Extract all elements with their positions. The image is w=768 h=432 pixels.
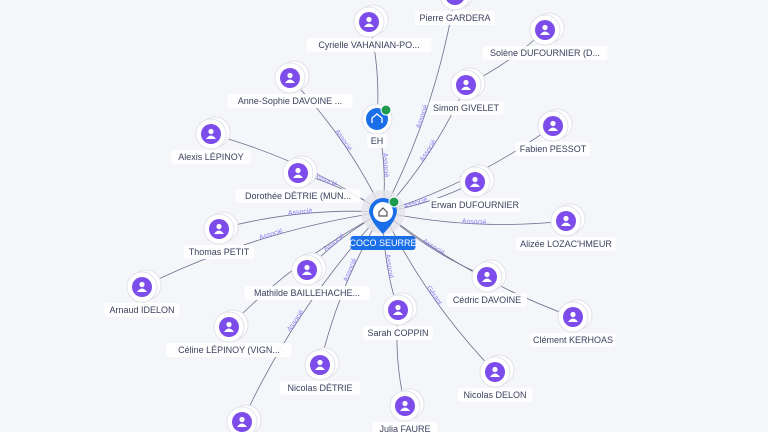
person-node[interactable] xyxy=(382,292,418,326)
person-node[interactable] xyxy=(203,211,239,245)
edge-label: Associé xyxy=(419,139,438,163)
svg-text:Cyrielle VAHANIAN-PO...: Cyrielle VAHANIAN-PO... xyxy=(318,40,419,50)
edge-label: Associé xyxy=(286,309,306,333)
svg-text:Cédric DAVOINE: Cédric DAVOINE xyxy=(453,295,521,305)
verified-icon xyxy=(388,196,400,208)
person-node[interactable] xyxy=(126,269,162,303)
edge-label: Gérant xyxy=(425,285,443,307)
person-node[interactable] xyxy=(353,4,389,38)
svg-text:Nicolas DÉTRIE: Nicolas DÉTRIE xyxy=(287,383,352,393)
svg-text:Clément KERHOAS: Clément KERHOAS xyxy=(533,335,613,345)
svg-text:Erwan DUFOURNIER: Erwan DUFOURNIER xyxy=(431,200,520,210)
edge-label: Associé xyxy=(343,257,359,282)
person-node[interactable] xyxy=(440,0,474,11)
person-node[interactable] xyxy=(537,108,573,142)
node-label: Solène DUFOURNIER (D... xyxy=(482,46,608,60)
node-label: Céline LÉPINOY (VIGN... xyxy=(166,343,292,357)
svg-text:Simon GIVELET: Simon GIVELET xyxy=(433,103,500,113)
svg-text:Alizée LOZAC'HMEUR: Alizée LOZAC'HMEUR xyxy=(520,239,612,249)
svg-text:Sarah COPPIN: Sarah COPPIN xyxy=(367,328,428,338)
edge xyxy=(382,211,567,225)
edge-label: Associé xyxy=(381,153,390,178)
svg-text:Pierre GARDERA: Pierre GARDERA xyxy=(419,13,490,23)
person-node[interactable] xyxy=(479,354,515,388)
node-label: Alizée LOZAC'HMEUR xyxy=(516,237,616,251)
person-node[interactable] xyxy=(459,164,495,198)
svg-text:Solène DUFOURNIER (D...: Solène DUFOURNIER (D... xyxy=(490,48,600,58)
svg-text:COCO SEURRE: COCO SEURRE xyxy=(349,238,416,248)
node-label: Dorothée DÉTRIE (MUN... xyxy=(235,189,361,203)
svg-text:Anne-Sophie DAVOINE ...: Anne-Sophie DAVOINE ... xyxy=(238,96,342,106)
svg-text:Nicolas DELON: Nicolas DELON xyxy=(463,390,526,400)
edge xyxy=(141,211,384,288)
node-label: Mathilde BAILLEHACHE... xyxy=(244,286,370,300)
edge-label: Associé xyxy=(333,128,353,152)
edge-label: Associé xyxy=(415,104,429,130)
person-node[interactable] xyxy=(550,203,586,237)
person-node[interactable] xyxy=(213,309,249,343)
svg-text:EH: EH xyxy=(371,136,384,146)
person-node[interactable] xyxy=(304,347,340,381)
person-node[interactable] xyxy=(389,388,425,422)
person-node[interactable] xyxy=(529,12,565,46)
edge xyxy=(382,211,496,373)
building-icon xyxy=(378,207,388,217)
node-label: Nicolas DELON xyxy=(457,388,533,402)
svg-text:Fabien PESSOT: Fabien PESSOT xyxy=(520,144,587,154)
edge-label: Associé xyxy=(384,254,395,279)
node-label: COCO SEURRE xyxy=(349,236,417,250)
edge-label: Associé xyxy=(462,218,487,226)
node-label: Sarah COPPIN xyxy=(363,326,433,340)
node-label: Erwan DUFOURNIER xyxy=(430,198,520,212)
person-node[interactable] xyxy=(291,252,327,286)
svg-text:Céline LÉPINOY (VIGN...: Céline LÉPINOY (VIGN... xyxy=(178,345,280,355)
verified-icon xyxy=(380,104,392,116)
svg-text:Dorothée DÉTRIE (MUN...: Dorothée DÉTRIE (MUN... xyxy=(245,191,351,201)
person-node[interactable] xyxy=(274,60,310,94)
node-label: Anne-Sophie DAVOINE ... xyxy=(227,94,353,108)
company-node[interactable] xyxy=(361,103,393,135)
svg-text:Julia FAURE: Julia FAURE xyxy=(379,424,430,432)
node-label: EH xyxy=(367,134,387,148)
person-node[interactable] xyxy=(471,259,507,293)
svg-text:Mathilde BAILLEHACHE...: Mathilde BAILLEHACHE... xyxy=(254,288,360,298)
node-label: Clément KERHOAS xyxy=(530,333,616,347)
node-label: Simon GIVELET xyxy=(428,101,504,115)
person-node[interactable] xyxy=(557,299,593,333)
node-label: Arnaud IDELON xyxy=(104,303,180,317)
svg-text:Arnaud IDELON: Arnaud IDELON xyxy=(109,305,174,315)
svg-text:Thomas PETIT: Thomas PETIT xyxy=(189,247,250,257)
node-label: Alexis LÉPINOY xyxy=(171,150,251,164)
edge-label: Associé xyxy=(403,196,429,210)
person-icon xyxy=(446,0,464,5)
node-label: Julia FAURE xyxy=(372,422,438,432)
person-node[interactable] xyxy=(282,155,318,189)
center-node[interactable] xyxy=(361,190,405,234)
person-node[interactable] xyxy=(195,116,231,150)
person-node[interactable] xyxy=(226,404,262,432)
node-label: Nicolas DÉTRIE xyxy=(280,381,360,395)
edge xyxy=(241,211,384,423)
edge-label: Associé xyxy=(258,228,284,242)
person-node[interactable] xyxy=(450,67,486,101)
node-label: Thomas PETIT xyxy=(184,245,254,259)
edge-label: Associé xyxy=(288,208,313,218)
node-label: Cédric DAVOINE xyxy=(447,293,527,307)
node-label: Cyrielle VAHANIAN-PO... xyxy=(306,38,432,52)
svg-text:Alexis LÉPINOY: Alexis LÉPINOY xyxy=(178,152,244,162)
node-label: Fabien PESSOT xyxy=(515,142,591,156)
node-label: Pierre GARDERA xyxy=(415,11,495,25)
